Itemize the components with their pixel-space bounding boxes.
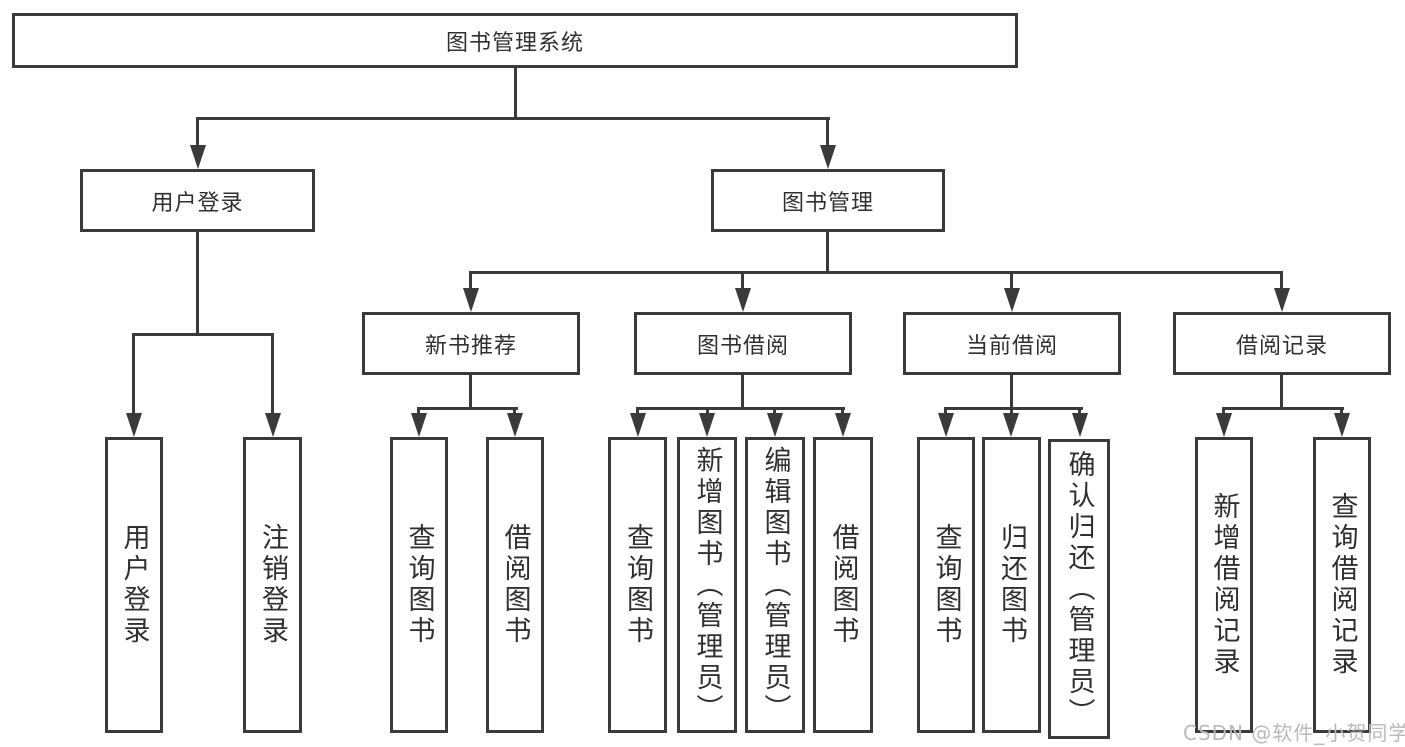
node-root-label: 图书管理系统 [445, 30, 584, 56]
connector-stem-cb-return [1010, 407, 1013, 415]
node-user-login-label: 用户登录 [151, 190, 244, 216]
node-br-add-leaf: 新增借阅记录 [1195, 437, 1253, 733]
arrowhead-bb-edit [767, 413, 783, 437]
node-br-add-leaf-label: 新增借阅记录 [1208, 492, 1240, 678]
node-cb-confirm-leaf: 确认归还（管理员） [1048, 439, 1110, 739]
node-borrow-records-label: 借阅记录 [1235, 333, 1328, 359]
node-cb-confirm-leaf-label: 确认归还（管理员） [1063, 449, 1095, 729]
connector-stem-current-borrow [1010, 271, 1013, 290]
node-book-borrow-label: 图书借阅 [696, 333, 789, 359]
connector-stem-nb-borrow [513, 407, 516, 415]
node-nb-query-leaf-label: 查询图书 [403, 523, 435, 647]
node-new-book-rec-label: 新书推荐 [424, 333, 517, 359]
node-book-mgmt-label: 图书管理 [781, 190, 874, 216]
connector-stem-bb-edit [773, 407, 776, 415]
node-br-query-leaf: 查询借阅记录 [1313, 437, 1371, 733]
connector-stem-nb-query [417, 407, 420, 415]
node-bb-query-leaf: 查询图书 [608, 437, 667, 733]
connector-root-vertical [514, 68, 517, 119]
node-cb-return-leaf-label: 归还图书 [996, 523, 1027, 647]
connector-stem-cb-query [944, 407, 947, 415]
node-bb-query-leaf-label: 查询图书 [622, 523, 653, 647]
node-cb-query-leaf: 查询图书 [917, 437, 975, 733]
arrowhead-user-login [190, 145, 206, 169]
arrowhead-cb-return [1003, 413, 1019, 437]
node-borrow-records: 借阅记录 [1173, 312, 1391, 375]
node-current-borrow-label: 当前借阅 [965, 333, 1058, 359]
node-bb-add-leaf-label: 新增图书（管理员） [691, 445, 723, 725]
connector-stem-bb-borrow [841, 407, 844, 415]
connector-stem-bb-add [706, 407, 709, 415]
arrowhead-bb-borrow [835, 413, 851, 437]
csdn-watermark: CSDN @软件_小贺同学 [1183, 721, 1405, 745]
node-nb-borrow-leaf-label: 借阅图书 [499, 523, 531, 647]
node-ul-logout-leaf-label: 注销登录 [257, 523, 288, 647]
connector-stem-book-mgmt [826, 117, 829, 147]
node-ul-user-login-leaf-label: 用户登录 [118, 523, 150, 647]
connector-ul-horizontal [132, 333, 274, 336]
connector-nb-vertical [469, 375, 472, 410]
connector-stem-br-query [1340, 407, 1343, 415]
node-bb-add-leaf: 新增图书（管理员） [677, 437, 737, 733]
connector-stem-br-add [1222, 407, 1225, 415]
connector-br-horizontal [1222, 407, 1344, 410]
arrowhead-new-book [463, 288, 479, 312]
connector-bb-horizontal [636, 407, 845, 410]
connector-nb-horizontal [417, 407, 518, 410]
arrowhead-bb-add [699, 413, 715, 437]
connector-stem-user-login [196, 117, 199, 147]
node-nb-borrow-leaf: 借阅图书 [486, 437, 544, 733]
arrowhead-br-add [1216, 413, 1232, 437]
node-ul-logout-leaf: 注销登录 [243, 437, 302, 733]
connector-bb-vertical [741, 375, 744, 410]
node-cb-return-leaf: 归还图书 [982, 437, 1041, 733]
arrowhead-cb-confirm [1072, 413, 1088, 437]
node-br-query-leaf-label: 查询借阅记录 [1326, 492, 1358, 678]
arrowhead-current-borrow [1004, 288, 1020, 312]
connector-ul-vertical [196, 232, 199, 336]
arrowhead-bb-query [630, 413, 646, 437]
arrowhead-borrow-records [1274, 288, 1290, 312]
connector-stem-cb-confirm [1078, 407, 1081, 415]
arrowhead-br-query [1334, 413, 1350, 437]
node-bb-edit-leaf-label: 编辑图书（管理员） [759, 445, 791, 725]
connector-stem-bb-query [636, 407, 639, 415]
node-user-login: 用户登录 [80, 169, 315, 232]
node-cb-query-leaf-label: 查询图书 [930, 523, 962, 647]
connector-level2-horizontal [196, 117, 830, 120]
connector-stem-borrow-records [1280, 271, 1283, 290]
arrowhead-book-borrow [735, 288, 751, 312]
node-ul-user-login-leaf: 用户登录 [105, 437, 163, 733]
node-book-mgmt: 图书管理 [711, 169, 945, 232]
connector-cb-horizontal [944, 407, 1083, 410]
node-nb-query-leaf: 查询图书 [390, 437, 448, 733]
arrowhead-book-mgmt [820, 145, 836, 169]
arrowhead-ul-logout [265, 413, 281, 437]
connector-stem-ul-logout [271, 333, 274, 415]
arrowhead-nb-query [411, 413, 427, 437]
node-bb-borrow-leaf-label: 借阅图书 [827, 523, 859, 647]
node-bb-edit-leaf: 编辑图书（管理员） [745, 437, 805, 733]
connector-stem-ul-login [132, 333, 135, 415]
connector-bm-vertical [826, 232, 829, 274]
connector-stem-book-borrow [741, 271, 744, 290]
node-book-borrow: 图书借阅 [634, 312, 852, 375]
node-root: 图书管理系统 [12, 13, 1018, 68]
node-current-borrow: 当前借阅 [903, 312, 1121, 375]
connector-stem-new-book [469, 271, 472, 290]
connector-cb-vertical [1010, 375, 1013, 410]
arrowhead-nb-borrow [507, 413, 523, 437]
arrowhead-ul-login [126, 413, 142, 437]
connector-br-vertical [1280, 375, 1283, 410]
node-new-book-rec: 新书推荐 [362, 312, 580, 375]
arrowhead-cb-query [938, 413, 954, 437]
node-bb-borrow-leaf: 借阅图书 [813, 437, 873, 733]
connector-level3-horizontal [469, 271, 1283, 274]
